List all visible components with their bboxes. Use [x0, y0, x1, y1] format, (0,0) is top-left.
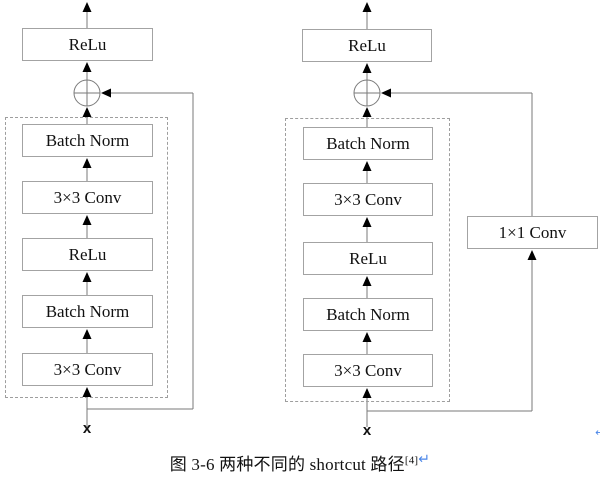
left-layer-batchnorm-2: Batch Norm: [22, 295, 153, 328]
right-residual-group: [285, 118, 450, 402]
left-layer-conv3x3-1: 3×3 Conv: [22, 181, 153, 214]
right-output-relu-box: ReLu: [302, 29, 432, 62]
figure-caption-label: 图 3-6: [169, 455, 215, 474]
right-shortcut-conv1x1-box: 1×1 Conv: [467, 216, 598, 249]
connector-layer: [73, 2, 537, 427]
right-layer-relu: ReLu: [303, 242, 433, 275]
left-block-connectors: [73, 11, 194, 427]
output-arrowhead: [82, 2, 92, 12]
figure-caption-reference: [4]: [404, 454, 419, 467]
edge-paragraph-mark-icon: ↵: [595, 428, 600, 438]
right-layer-batchnorm-1: Batch Norm: [303, 127, 433, 160]
right-block-arrowheads: [362, 2, 537, 398]
right-layer-conv3x3-2: 3×3 Conv: [303, 354, 433, 387]
left-layer-batchnorm-1: Batch Norm: [22, 124, 153, 157]
paragraph-mark-icon: ↵: [418, 451, 431, 468]
left-output-relu-box: ReLu: [22, 28, 153, 61]
left-layer-conv3x3-2: 3×3 Conv: [22, 353, 153, 386]
shortcut-arrowhead: [101, 88, 111, 98]
output-arrowhead: [362, 2, 372, 12]
figure-caption: 图 3-6 两种不同的 shortcut 路径[4]↵: [0, 450, 600, 475]
figure-caption-text: 两种不同的 shortcut 路径: [219, 455, 405, 474]
left-block-arrowheads: [82, 2, 111, 397]
left-input-label: x: [82, 420, 92, 437]
right-layer-conv3x3-1: 3×3 Conv: [303, 183, 433, 216]
shortcut-arrowhead: [381, 88, 391, 98]
left-layer-relu: ReLu: [22, 238, 153, 271]
right-input-label: x: [362, 422, 372, 439]
right-layer-batchnorm-2: Batch Norm: [303, 298, 433, 331]
left-residual-group: [5, 117, 168, 398]
